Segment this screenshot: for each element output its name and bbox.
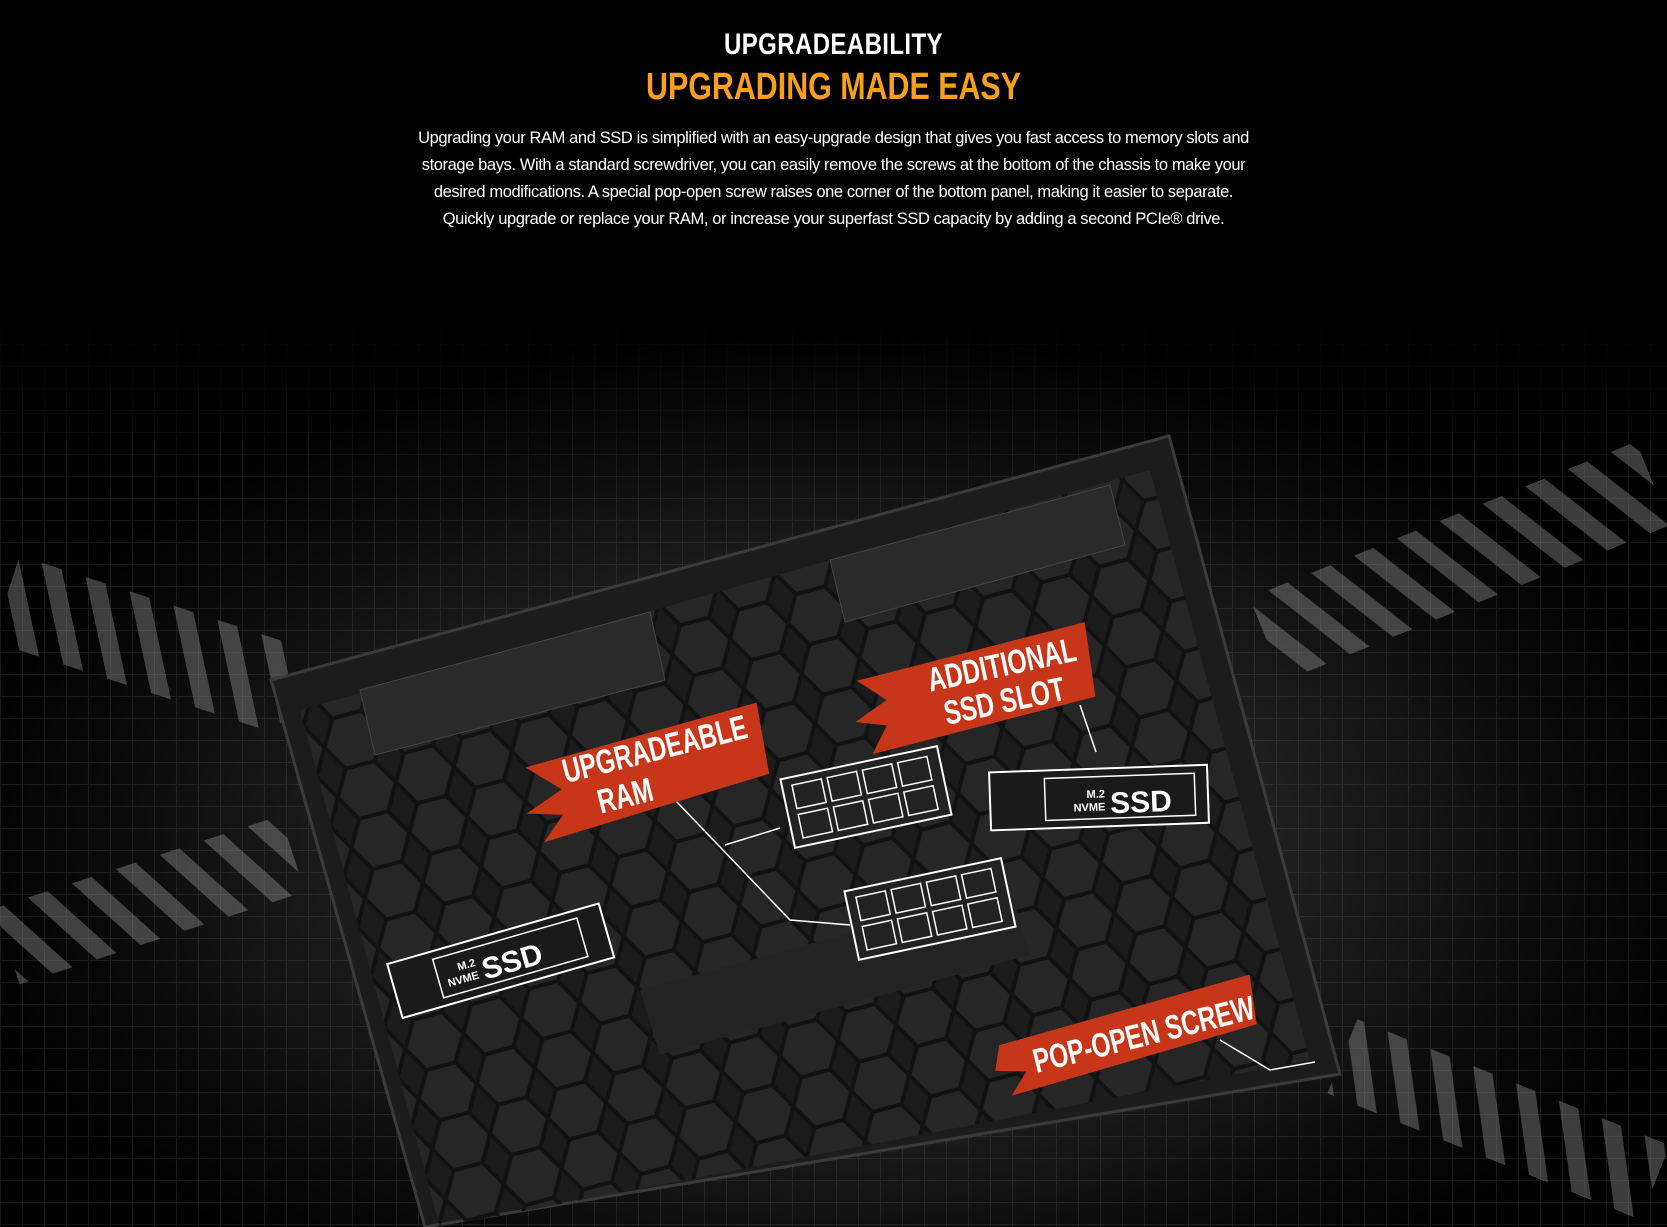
ssd-name-label: SSD xyxy=(1110,785,1173,820)
section-title: UPGRADING MADE EASY xyxy=(646,66,1021,108)
ssd-card-right: M.2 NVME SSD xyxy=(988,763,1210,832)
ssd-form-label: M.2 xyxy=(456,957,477,974)
section-eyebrow: UPGRADEABILITY xyxy=(724,28,943,61)
callout-leader-lines xyxy=(674,704,1316,1071)
ram-module-upper xyxy=(779,744,953,850)
section-header: UPGRADEABILITY UPGRADING MADE EASY Upgra… xyxy=(0,28,1667,233)
ssd-iface-label: NVME xyxy=(1073,801,1105,814)
hazard-stripes xyxy=(0,441,1667,1220)
ssd-form-label: M.2 xyxy=(1086,788,1105,801)
ram-module-lower xyxy=(843,856,1017,962)
ssd-card-left: M.2 NVME SSD xyxy=(385,902,616,1020)
section-description: Upgrading your RAM and SSD is simplified… xyxy=(418,129,1249,228)
